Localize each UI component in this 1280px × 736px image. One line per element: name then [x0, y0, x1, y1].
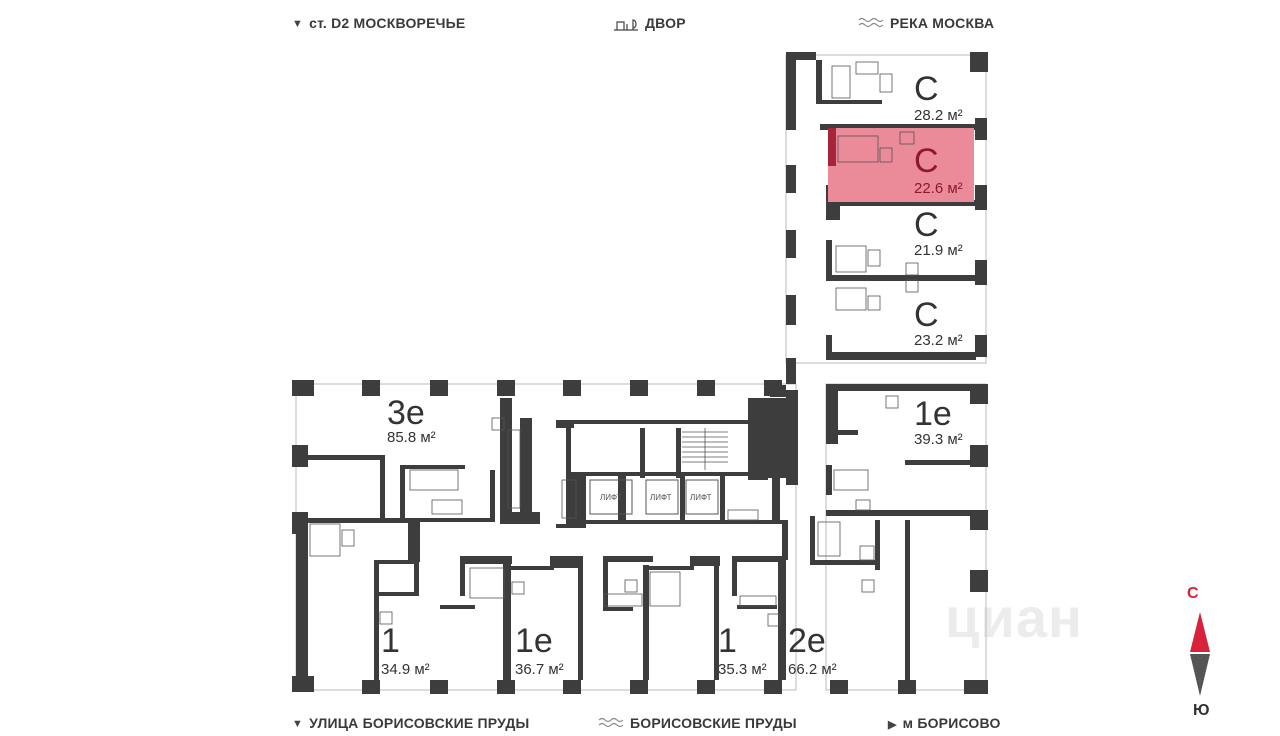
compass-south-label: Ю	[1193, 702, 1210, 719]
watermark: циан	[945, 586, 1083, 649]
apartment-type[interactable]: С	[914, 296, 939, 334]
compass-north-label: С	[1187, 585, 1199, 602]
apartment-area: 36.7 м²	[515, 661, 564, 678]
courtyard-icon	[613, 15, 639, 34]
bottom-label-center-text: БОРИСОВСКИЕ ПРУДЫ	[630, 715, 797, 731]
top-label-left: ▼ ст. D2 МОСКВОРЕЧЬЕ	[292, 15, 465, 31]
triangle-down-icon: ▼	[292, 718, 304, 731]
apartment-area: 39.3 м²	[914, 431, 963, 448]
apartment-labels: С 28.2 м² С 22.6 м² С 21.9 м² С 23.2 м² …	[381, 70, 963, 678]
apartment-type[interactable]: 1е	[515, 622, 553, 660]
compass-arrow-icon	[1190, 612, 1210, 696]
bottom-label-center: БОРИСОВСКИЕ ПРУДЫ	[598, 715, 797, 732]
fixtures	[309, 61, 919, 627]
top-label-center-text: ДВОР	[645, 15, 686, 32]
bottom-label-right: ▶ м БОРИСОВО	[888, 715, 1001, 731]
top-label-center: ДВОР	[613, 15, 686, 34]
apartment-area: 35.3 м²	[718, 661, 767, 678]
apartment-type[interactable]: 1	[718, 622, 737, 660]
apartment-area: 21.9 м²	[914, 242, 963, 259]
triangle-down-icon: ▼	[292, 18, 304, 31]
top-label-right: РЕКА МОСКВА	[858, 15, 994, 32]
waves-icon	[858, 17, 884, 32]
bottom-label-right-text: м БОРИСОВО	[902, 715, 1001, 731]
apartment-area: 34.9 м²	[381, 661, 430, 678]
selected-apartment-fill	[828, 128, 974, 202]
walls	[292, 52, 988, 694]
apartment-area: 66.2 м²	[788, 661, 837, 678]
apartment-type[interactable]: 1е	[914, 395, 952, 433]
top-label-right-text: РЕКА МОСКВА	[890, 15, 995, 31]
apartment-area-selected: 22.6 м²	[914, 180, 963, 197]
lift-label: ЛИФТ	[650, 493, 672, 502]
apartment-type[interactable]: 2е	[788, 622, 826, 660]
lifts: ЛИФТ ЛИФТ ЛИФТ	[589, 479, 719, 515]
staircase	[682, 428, 728, 470]
apartment-area: 85.8 м²	[387, 429, 436, 446]
apartment-area: 28.2 м²	[914, 107, 963, 124]
bottom-label-left: ▼ УЛИЦА БОРИСОВСКИЕ ПРУДЫ	[292, 715, 529, 731]
apartment-type-selected[interactable]: С	[914, 142, 939, 180]
top-label-left-text: ст. D2 МОСКВОРЕЧЬЕ	[309, 15, 466, 31]
apartment-area: 23.2 м²	[914, 332, 963, 349]
lift-label: ЛИФТ	[690, 493, 712, 502]
apartment-type[interactable]: 1	[381, 622, 400, 660]
bottom-label-left-text: УЛИЦА БОРИСОВСКИЕ ПРУДЫ	[309, 715, 530, 731]
selected-apartment-wall	[828, 128, 836, 166]
apartment-type[interactable]: С	[914, 70, 939, 108]
lift-label: ЛИФТ	[600, 493, 622, 502]
apartment-type[interactable]: С	[914, 206, 939, 244]
apartment-type[interactable]: 3е	[387, 394, 425, 432]
triangle-right-icon: ▶	[888, 718, 897, 731]
waves-icon	[598, 717, 624, 732]
